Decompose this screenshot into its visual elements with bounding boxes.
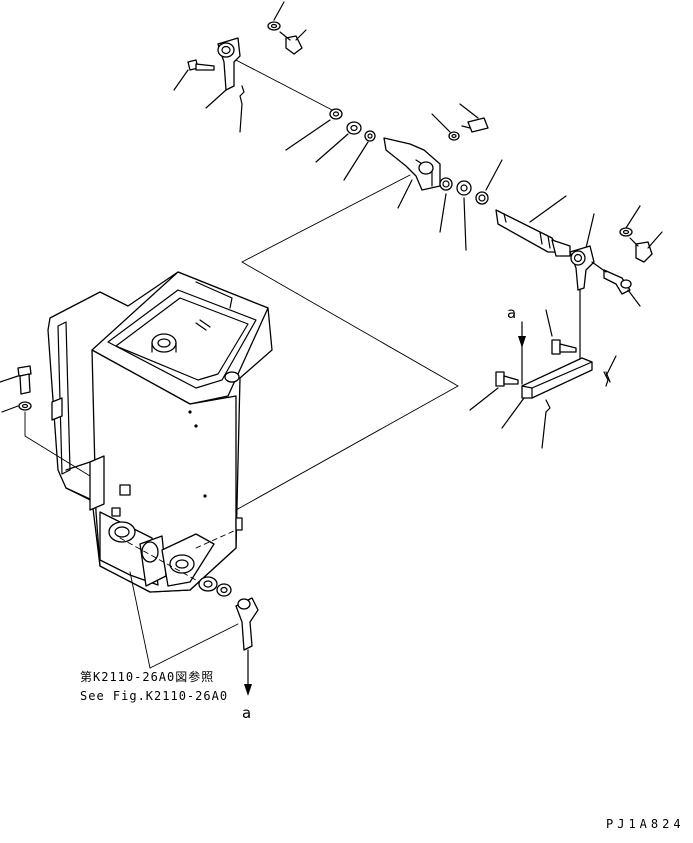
lower-left-bolt <box>0 365 91 477</box>
assembly-lines <box>231 57 459 511</box>
bracket-and-shaft-assembly <box>383 103 571 257</box>
reference-note-english: See Fig.K2110-26A0 <box>80 689 228 703</box>
reference-leaders <box>129 571 239 669</box>
control-box-housing <box>47 271 273 593</box>
drawing-code: PJ1A824 <box>606 817 685 831</box>
lower-lever-assembly <box>198 576 259 696</box>
top-lever-assembly <box>173 1 376 181</box>
right-lever-assembly <box>469 205 663 449</box>
reference-note-japanese: 第K2110-26A0図参照 <box>80 669 214 684</box>
marker-a-upper: a <box>507 304 516 322</box>
marker-a-lower: a <box>242 704 251 722</box>
